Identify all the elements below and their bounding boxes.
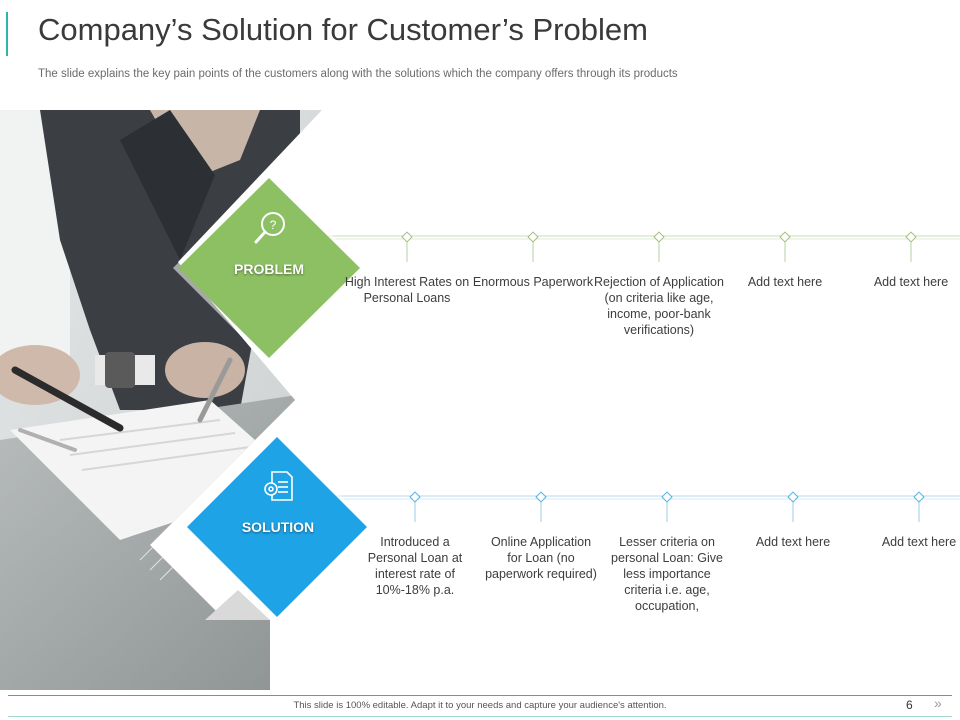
solution-label: SOLUTION <box>241 519 315 535</box>
solution-item-1: Introduced a Personal Loan at interest r… <box>367 535 463 597</box>
problem-label: PROBLEM <box>234 261 304 277</box>
footer-note: This slide is 100% editable. Adapt it to… <box>293 700 667 711</box>
problem-item-3: Rejection of Application (on criteria li… <box>594 275 724 337</box>
problem-item-4: Add text here <box>747 275 823 289</box>
problem-item-1: High Interest Rates on Personal Loans <box>344 275 470 305</box>
footer-top-line <box>8 695 952 696</box>
double-chevron-right-icon[interactable]: » <box>934 695 942 711</box>
decorative-triangle <box>205 590 270 620</box>
problem-item-5: Add text here <box>873 275 949 289</box>
problem-item-2: Enormous Paperwork <box>472 275 594 289</box>
solution-item-2: Online Application for Loan (no paperwor… <box>485 535 597 581</box>
solution-item-5: Add text here <box>881 535 957 549</box>
slide-title: Company’s Solution for Customer’s Proble… <box>38 12 648 47</box>
solution-item-3: Lesser criteria on personal Loan: Give l… <box>611 535 723 613</box>
magnifier-question-icon <box>254 212 285 244</box>
solution-item-4: Add text here <box>755 535 831 549</box>
title-accent-bar <box>6 12 8 56</box>
footer-bottom-line <box>8 716 952 717</box>
slide-subtitle: The slide explains the key pain points o… <box>38 68 678 80</box>
document-gear-icon <box>264 471 293 501</box>
svg-text:?: ? <box>270 218 277 232</box>
page-number: 6 <box>906 698 913 712</box>
